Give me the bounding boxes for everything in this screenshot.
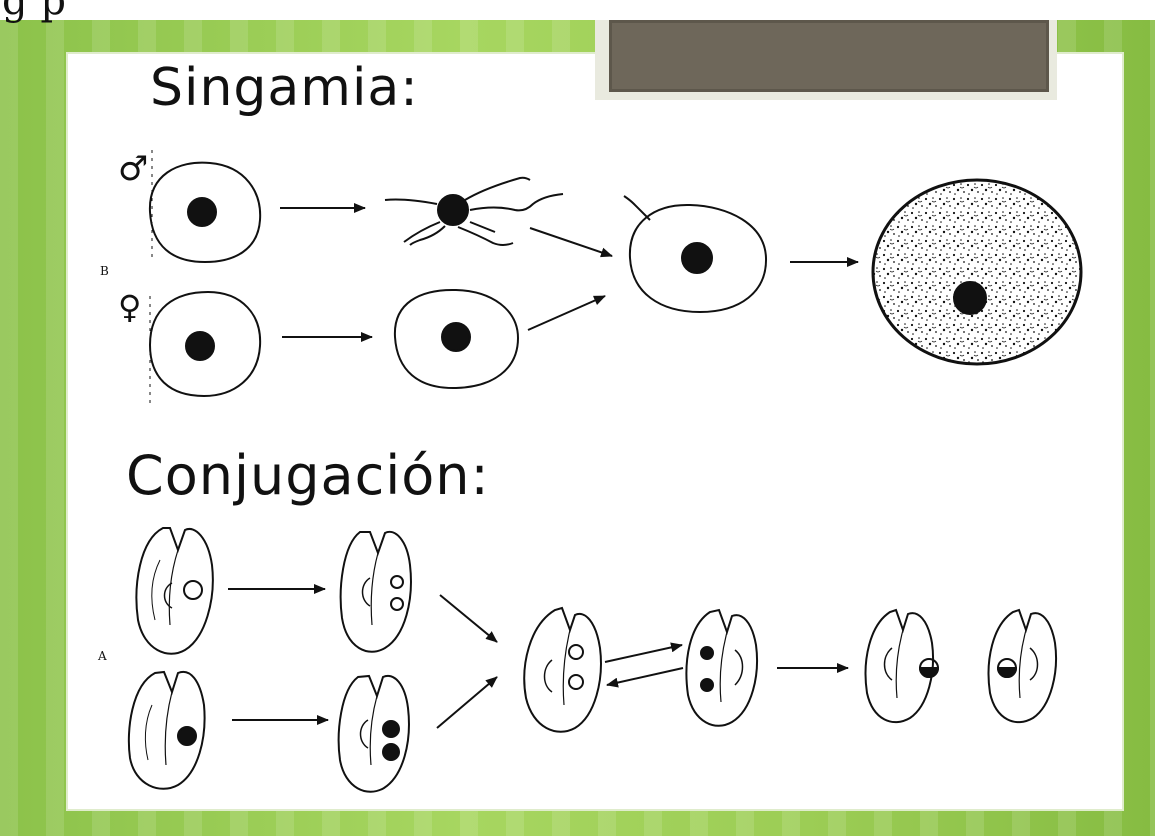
ovum-nucleus <box>441 322 471 352</box>
sperm-cluster <box>384 176 564 246</box>
title-placeholder <box>609 20 1049 92</box>
zygote-nucleus <box>681 242 713 274</box>
sperm-nucleus <box>437 194 469 226</box>
paramecium-bottom-1 <box>127 670 206 790</box>
ovum-cell <box>393 288 520 390</box>
slide-panel <box>68 54 1122 809</box>
arrow-conj-bottom-2 <box>436 676 498 729</box>
micronucleus <box>568 674 584 690</box>
top-strip: g p <box>0 0 1155 24</box>
female-cell <box>148 290 262 398</box>
heading-singamia: Singamia: <box>150 58 419 118</box>
cyst-nucleus <box>953 281 987 315</box>
panel-label-b: B <box>100 264 109 278</box>
female-symbol: ♀ <box>118 288 141 326</box>
conjugacion-diagram: A <box>97 527 1057 793</box>
sperm-entry-tail <box>623 195 651 221</box>
arrow-exchange-left <box>606 667 684 688</box>
paramecium-final-2 <box>987 608 1057 723</box>
arrow-conj-top-2 <box>439 594 498 643</box>
arrow-sperm-to-zygote <box>529 227 613 258</box>
paramecium-top-1 <box>135 527 214 655</box>
female-cell-nucleus <box>185 331 215 361</box>
zygote-cell <box>628 203 768 314</box>
male-cell <box>148 161 262 264</box>
micronucleus-filled <box>700 646 714 660</box>
micronucleus <box>390 597 404 611</box>
arrow-ovum-to-zygote <box>527 295 606 331</box>
panel-label-a: A <box>97 649 107 663</box>
micronucleus-filled <box>700 678 714 692</box>
micronucleus-filled <box>382 720 400 738</box>
heading-conjugacion: Conjugación: <box>126 444 490 507</box>
paramecium-middle-2 <box>685 608 758 727</box>
singamia-diagram: ♂ B ♀ <box>100 149 1083 404</box>
cyst-cell <box>871 178 1083 366</box>
paramecium-bottom-2 <box>337 674 410 793</box>
paramecium-top-2 <box>339 530 412 653</box>
micronucleus <box>390 575 404 589</box>
arrow-exchange-right <box>604 642 683 663</box>
micronucleus <box>183 580 203 600</box>
micronucleus-filled <box>382 743 400 761</box>
male-cell-nucleus <box>187 197 217 227</box>
micronucleus-filled <box>177 726 197 746</box>
top-text-fragment: g p <box>2 0 66 24</box>
paramecium-middle-1 <box>523 606 602 733</box>
male-symbol: ♂ <box>118 149 148 189</box>
paramecium-final-1 <box>864 608 940 723</box>
micronucleus <box>568 644 584 660</box>
